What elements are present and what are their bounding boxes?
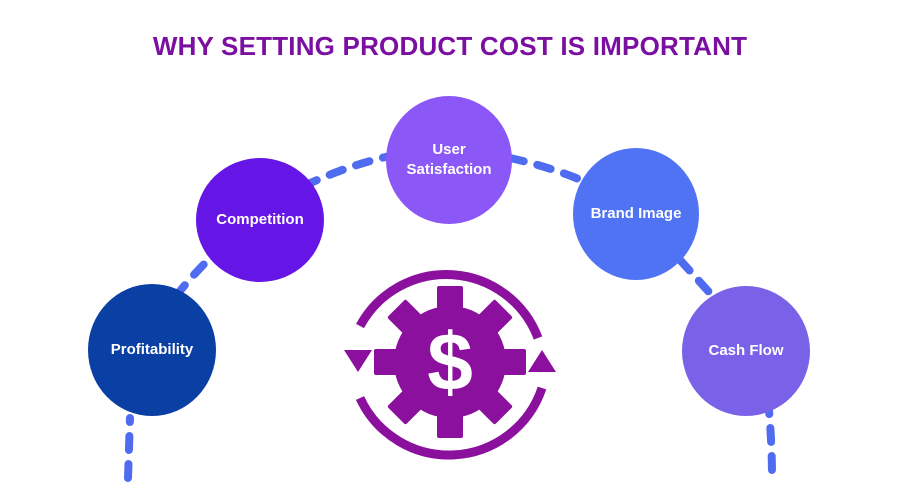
node-user-satisfaction-line2: Satisfaction <box>406 161 492 178</box>
cycle-arrow-left-icon <box>344 350 372 372</box>
node-competition-label: Competition <box>216 211 304 228</box>
cycle-arc-top <box>356 270 543 340</box>
node-user-satisfaction-label: User Satisfaction <box>406 140 491 180</box>
dollar-sign: $ <box>427 317 473 408</box>
connector-profitability-competition <box>172 252 216 300</box>
gear-dollar-cycle-icon: $ <box>344 270 556 460</box>
node-brand-image: Brand Image <box>573 148 699 280</box>
page-title: WHY SETTING PRODUCT COST IS IMPORTANT <box>152 31 748 61</box>
node-user-satisfaction: User Satisfaction <box>386 96 512 224</box>
node-brand-image-label: Brand Image <box>590 205 682 222</box>
node-cash-flow: Cash Flow <box>682 286 810 416</box>
node-profitability: Profitability <box>88 284 216 416</box>
connector-competition-user <box>300 152 394 190</box>
cycle-arrow-right-icon <box>528 350 556 372</box>
node-user-satisfaction-line1: User <box>432 141 466 158</box>
node-competition: Competition <box>196 158 324 282</box>
connector-user-brand <box>506 154 594 188</box>
node-cash-flow-label: Cash Flow <box>708 342 784 359</box>
connector-bottom-left <box>124 414 134 482</box>
node-profitability-label: Profitability <box>110 341 194 358</box>
gear-icon <box>374 286 526 438</box>
cycle-arc-bottom <box>355 386 547 460</box>
